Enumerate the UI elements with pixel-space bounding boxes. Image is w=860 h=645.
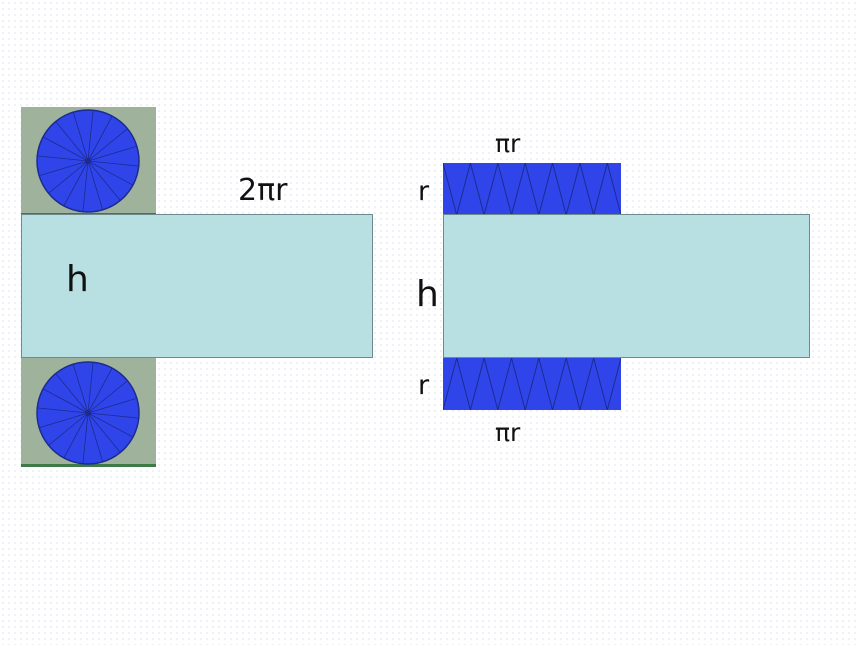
top-circle-photo [21, 107, 156, 216]
bottom-sector-strip [443, 358, 623, 410]
bottom-circle-disc [36, 361, 140, 465]
bottom-radius-label: r [418, 370, 430, 401]
top-sector-strip [443, 163, 623, 215]
bottom-circle-photo [21, 358, 156, 467]
height-label-right: h [416, 274, 439, 315]
top-circle-disc [36, 109, 140, 213]
lateral-rectangle-left [21, 214, 373, 358]
width-label: 2πr [238, 173, 288, 208]
top-radius-label: r [418, 176, 430, 207]
bottom-length-label: πr [495, 418, 521, 447]
top-length-label: πr [495, 129, 521, 158]
height-label-left: h [66, 259, 89, 300]
lateral-rectangle-right [443, 214, 810, 358]
